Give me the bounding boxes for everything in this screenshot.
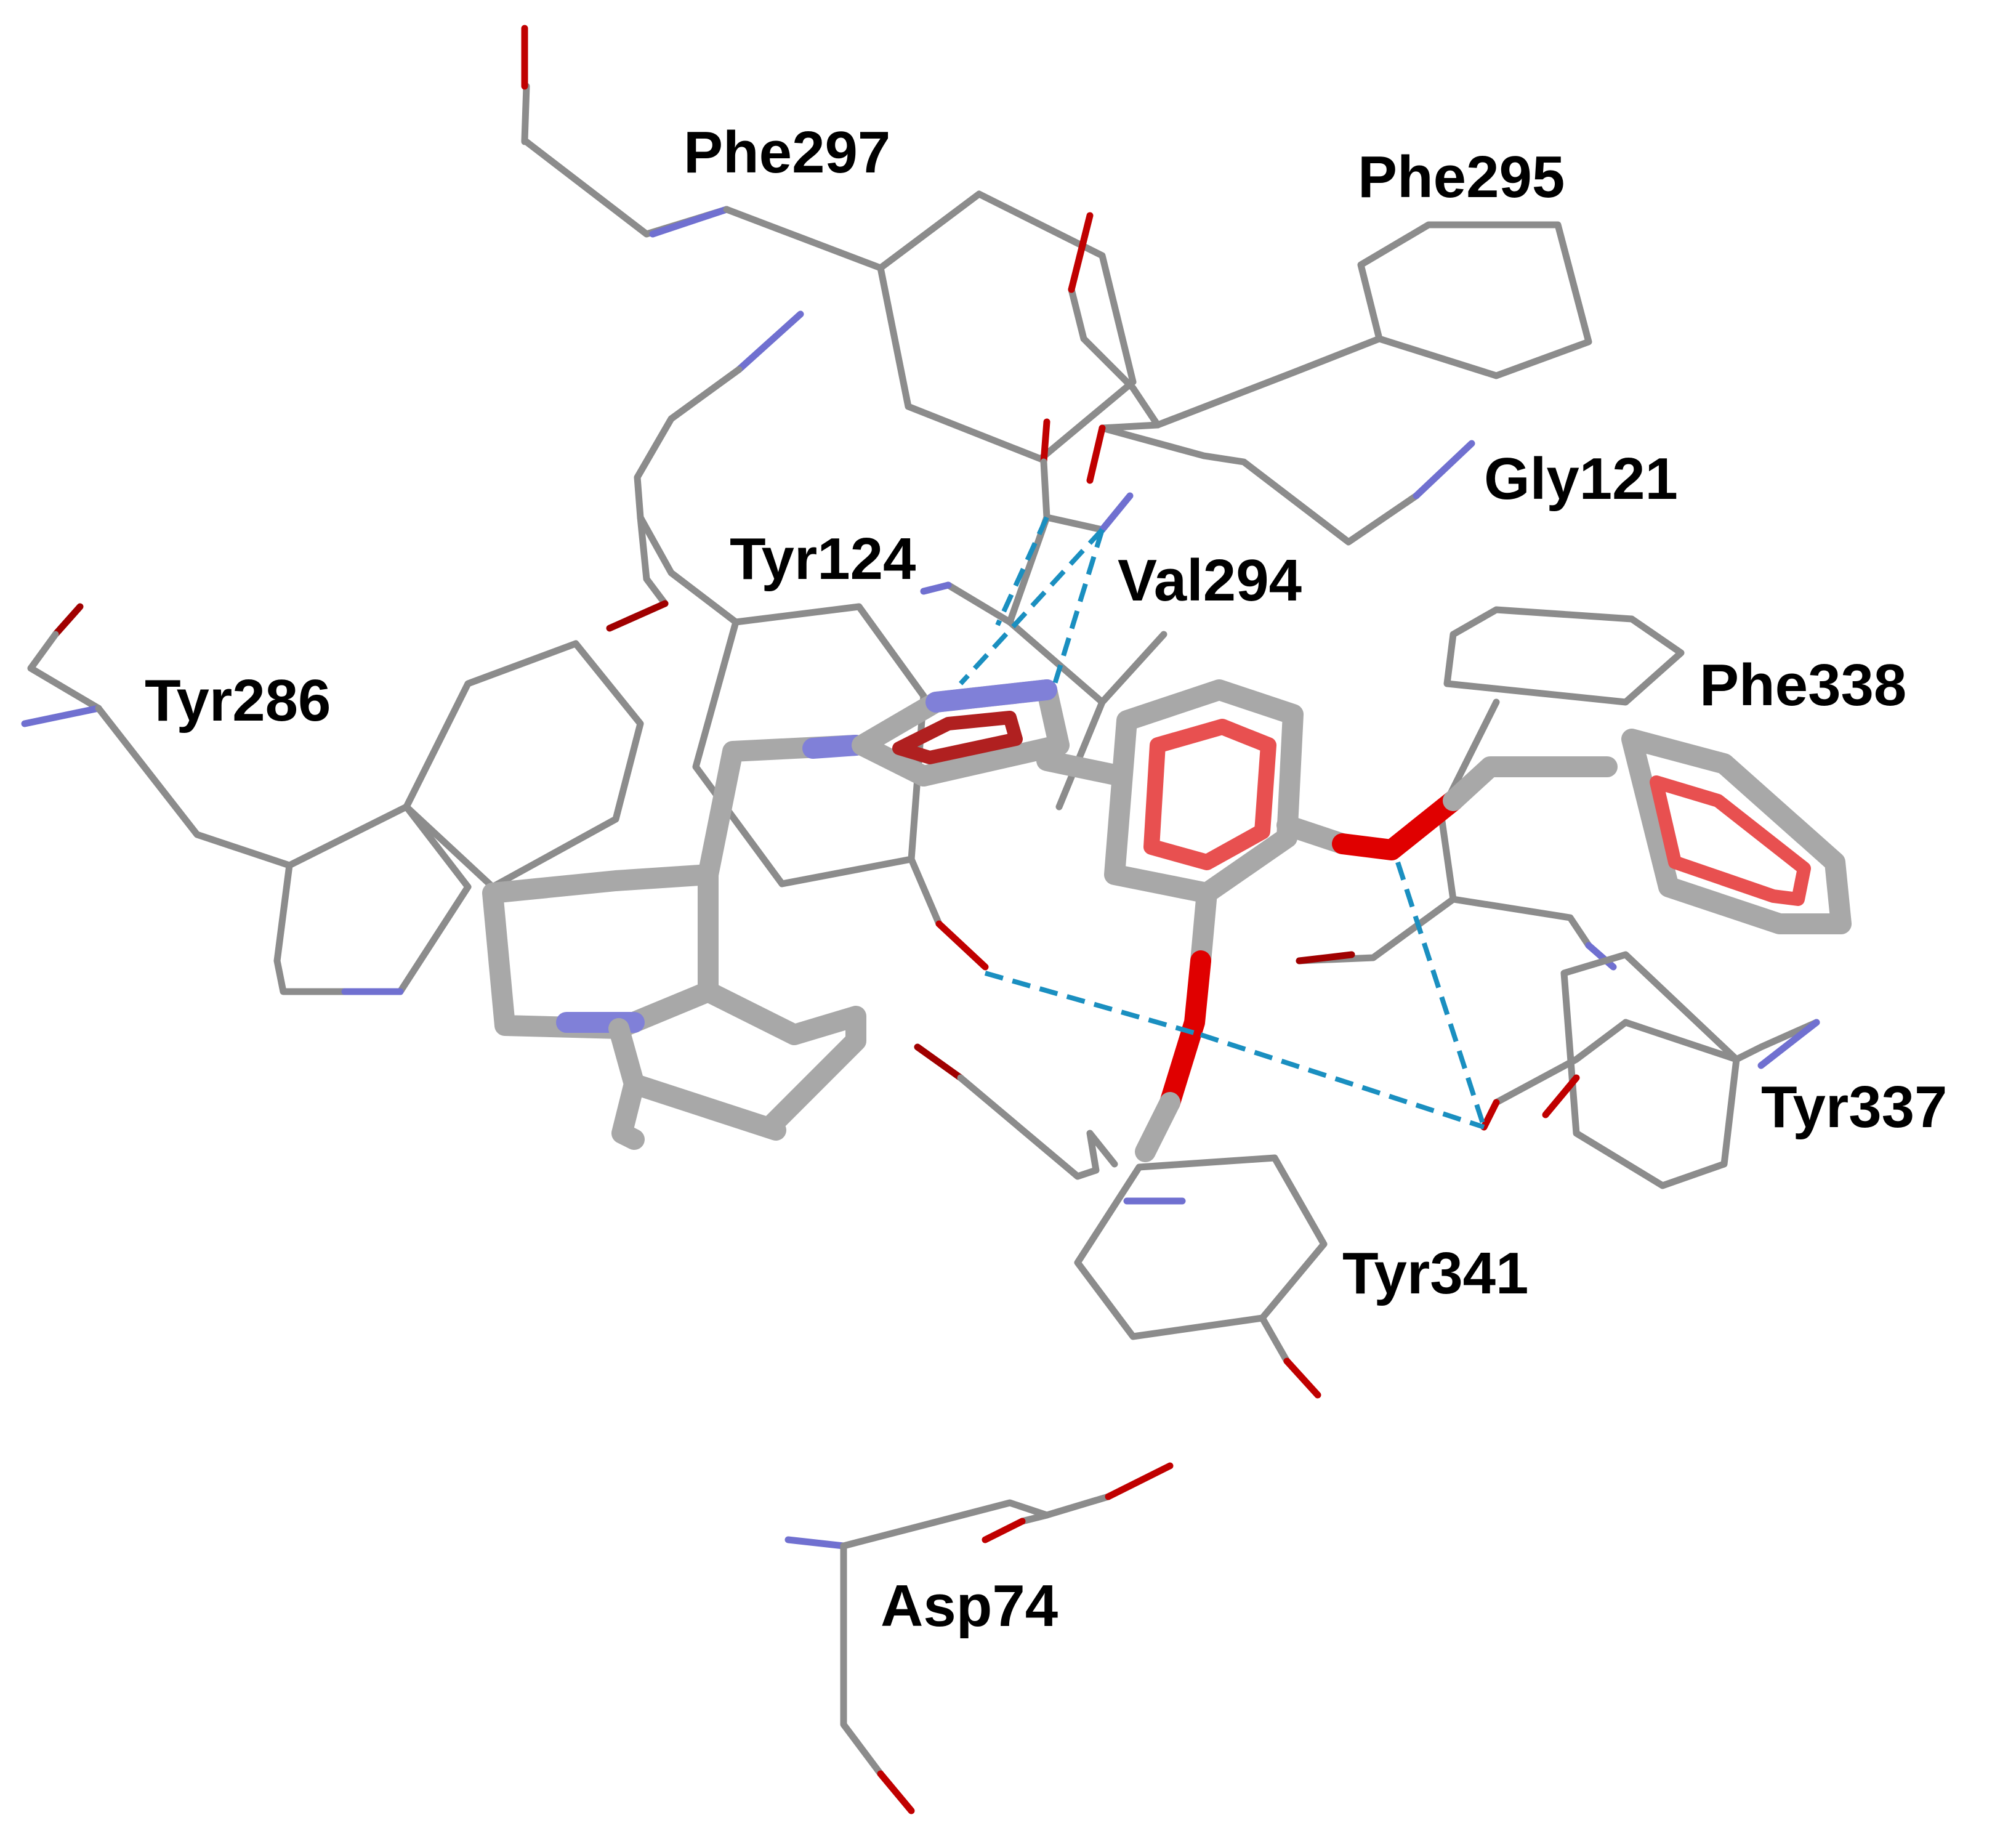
label-tyr124: Tyr124 — [730, 526, 916, 592]
label-phe295: Phe295 — [1358, 144, 1565, 210]
label-tyr341: Tyr341 — [1342, 1240, 1529, 1306]
label-tyr286: Tyr286 — [145, 668, 331, 734]
residue-tyr341 — [914, 1043, 1328, 1399]
residue-phe297 — [521, 25, 1137, 463]
residue-gly121 — [1086, 424, 1475, 546]
label-val294: Val294 — [1118, 548, 1302, 613]
residue-phe338 — [1296, 606, 1685, 971]
residue-tyr337 — [1480, 951, 1820, 1189]
residue-val294 — [920, 418, 1167, 811]
label-gly121: Gly121 — [1484, 446, 1678, 512]
residue-phe295 — [1068, 212, 1592, 432]
ligand — [482, 679, 1852, 1162]
label-asp74: Asp74 — [881, 1573, 1058, 1639]
hydrogen-bonds — [959, 516, 1486, 1130]
residue-tyr124 — [606, 310, 989, 971]
residue-tyr286 — [21, 603, 644, 995]
label-phe338: Phe338 — [1699, 652, 1907, 718]
label-phe297: Phe297 — [683, 119, 891, 185]
residue-asp74 — [784, 1462, 1174, 1814]
label-tyr337: Tyr337 — [1761, 1074, 1948, 1140]
